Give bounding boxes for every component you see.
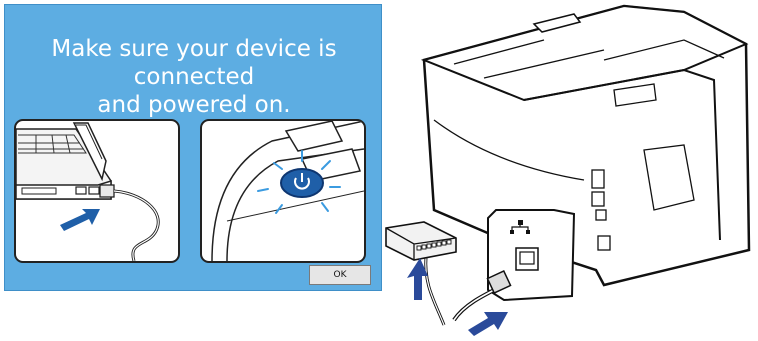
dialog-message-line1: Make sure your device is connected <box>5 35 383 91</box>
laptop-usb-panel <box>14 119 180 263</box>
power-button-icon <box>202 121 364 261</box>
scanner-network-connection-icon <box>384 0 758 341</box>
ok-button[interactable]: OK <box>309 265 371 285</box>
dialog-message: Make sure your device is connected and p… <box>5 35 383 119</box>
laptop-usb-connection-icon <box>16 121 178 261</box>
power-button-panel <box>200 119 366 263</box>
network-switch-icon <box>386 222 456 260</box>
connection-dialog: Make sure your device is connected and p… <box>4 4 382 291</box>
dialog-message-line2: and powered on. <box>5 91 383 119</box>
